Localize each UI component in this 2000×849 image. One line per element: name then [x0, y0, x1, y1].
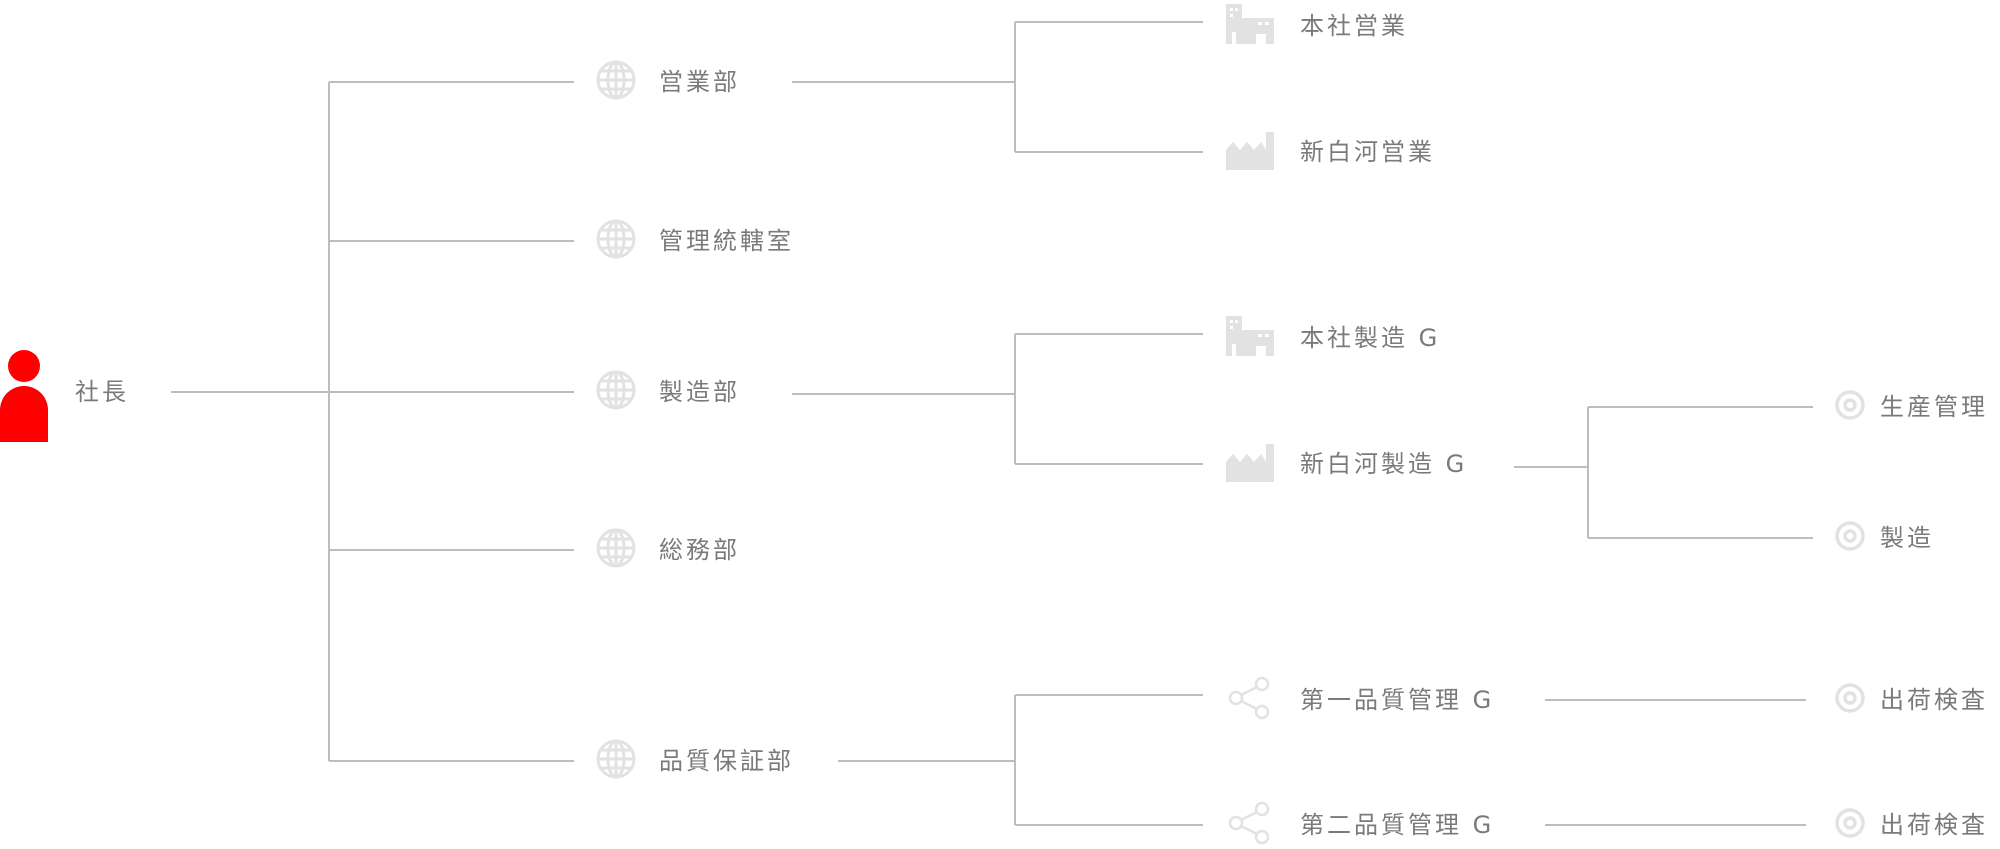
person-icon: [0, 350, 48, 446]
share-icon: [1228, 801, 1272, 849]
globe-icon: [596, 528, 636, 572]
department-node[interactable]: 総務部: [659, 536, 740, 564]
team-node[interactable]: 生産管理: [1880, 393, 1988, 421]
group-node[interactable]: 新白河製造 G: [1300, 450, 1468, 478]
department-node[interactable]: 管理統轄室: [659, 227, 794, 255]
target-icon: [1834, 807, 1866, 843]
factory-icon: [1226, 130, 1274, 174]
factory-icon: [1226, 442, 1274, 486]
team-node[interactable]: 出荷検査: [1880, 811, 1988, 839]
group-node[interactable]: 本社製造 G: [1300, 324, 1441, 352]
globe-icon: [596, 739, 636, 783]
group-node[interactable]: 第二品質管理 G: [1300, 811, 1495, 839]
target-icon: [1834, 682, 1866, 718]
group-node[interactable]: 第一品質管理 G: [1300, 686, 1495, 714]
target-icon: [1834, 520, 1866, 556]
share-icon: [1228, 676, 1272, 724]
department-node[interactable]: 製造部: [659, 378, 740, 406]
globe-icon: [596, 219, 636, 263]
office-building-icon: [1226, 4, 1274, 48]
group-node[interactable]: 本社営業: [1300, 12, 1408, 40]
globe-icon: [596, 60, 636, 104]
team-node[interactable]: 出荷検査: [1880, 686, 1988, 714]
group-node[interactable]: 新白河営業: [1300, 138, 1435, 166]
globe-icon: [596, 370, 636, 414]
department-node[interactable]: 品質保証部: [659, 747, 794, 775]
target-icon: [1834, 389, 1866, 425]
root-label: 社長: [75, 378, 129, 406]
team-node[interactable]: 製造: [1880, 524, 1934, 552]
office-building-icon: [1226, 316, 1274, 360]
department-node[interactable]: 営業部: [659, 68, 740, 96]
